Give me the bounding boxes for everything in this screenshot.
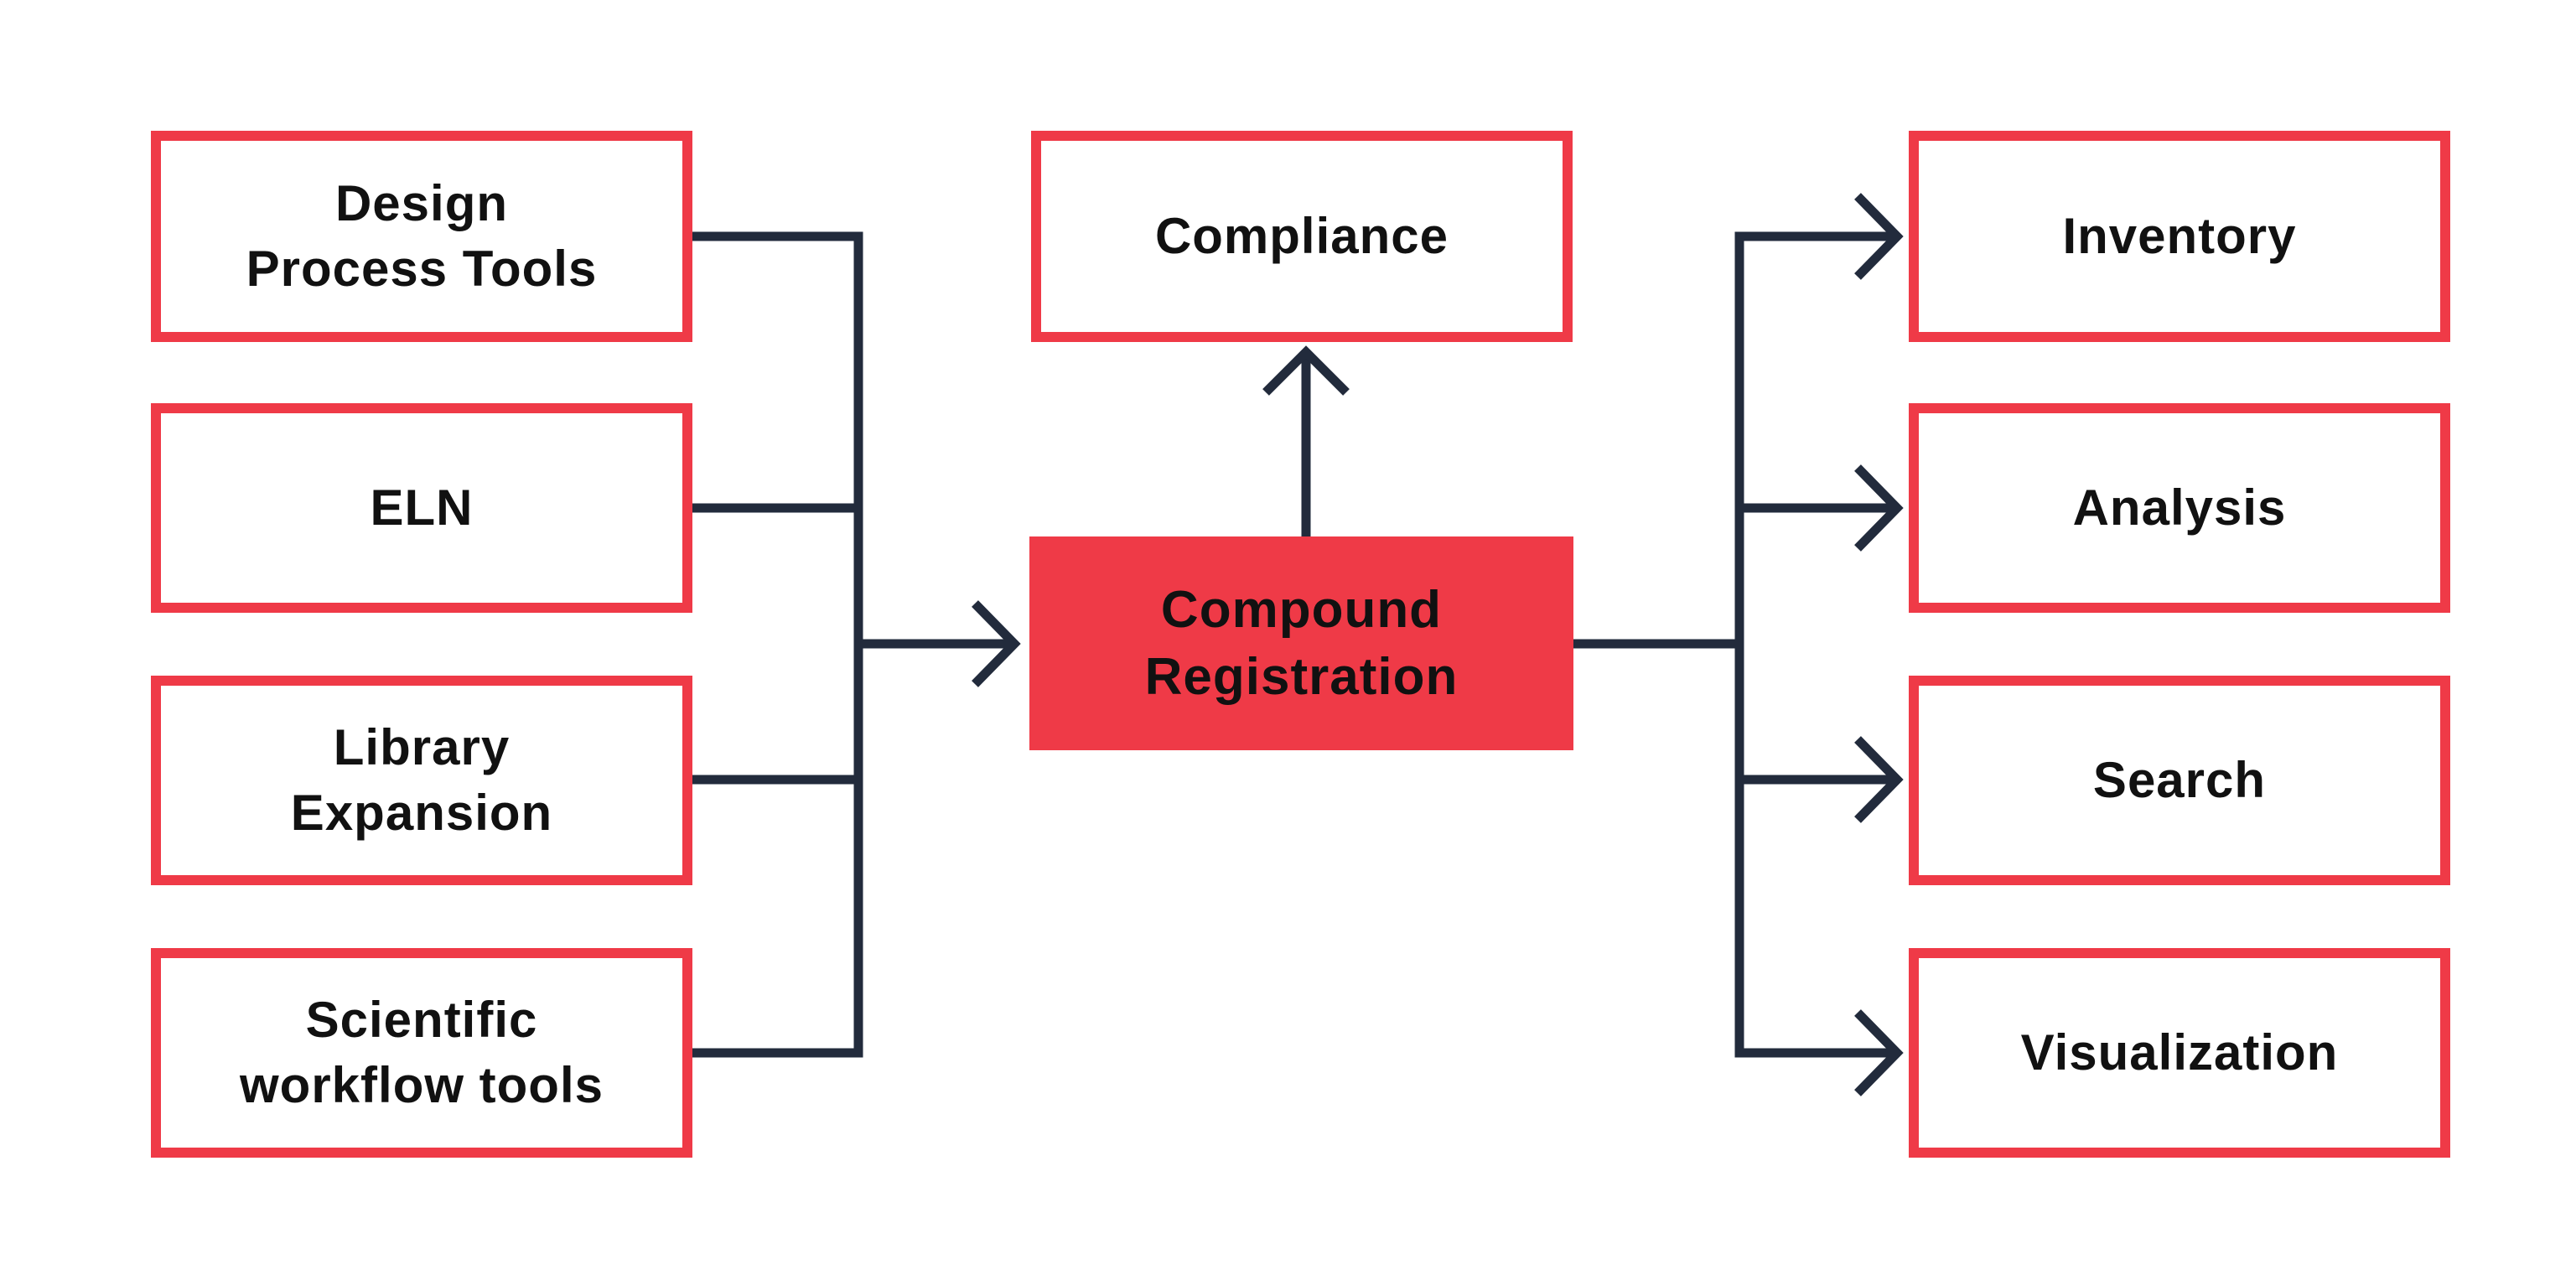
- compliance-box: Compliance: [1031, 131, 1573, 342]
- arrowhead-to-search: [1854, 736, 1904, 823]
- output-visualization: Visualization: [1909, 948, 2450, 1158]
- compound-registration-label: Compound Registration: [1144, 580, 1459, 706]
- arrowhead-to-compliance: [1262, 345, 1350, 396]
- input-label: Design Process Tools: [246, 175, 598, 297]
- compound-registration-box: Compound Registration: [1029, 536, 1573, 750]
- arrowhead-to-visualization: [1854, 1009, 1904, 1096]
- compliance-label: Compliance: [1154, 208, 1449, 264]
- right-bus: [1734, 231, 1897, 1058]
- input-label: Scientific workflow tools: [240, 992, 604, 1113]
- input-eln: ELN: [151, 403, 692, 613]
- output-label: Inventory: [2062, 208, 2297, 264]
- arrowhead-to-inventory: [1854, 193, 1904, 280]
- output-label: Analysis: [2072, 479, 2287, 536]
- output-label: Visualization: [2020, 1024, 2339, 1081]
- input-scientific-workflow-tools: Scientific workflow tools: [151, 948, 692, 1158]
- connector-design-process-tools: [692, 231, 863, 1058]
- output-inventory: Inventory: [1909, 131, 2450, 342]
- output-label: Search: [2092, 752, 2267, 808]
- arrowhead-to-analysis: [1854, 464, 1904, 552]
- arrowhead-to-center: [972, 600, 1021, 687]
- output-analysis: Analysis: [1909, 403, 2450, 613]
- input-library-expansion: Library Expansion: [151, 676, 692, 885]
- output-search: Search: [1909, 676, 2450, 885]
- input-label: Library Expansion: [290, 719, 553, 841]
- input-design-process-tools: Design Process Tools: [151, 131, 692, 342]
- input-label: ELN: [370, 479, 474, 536]
